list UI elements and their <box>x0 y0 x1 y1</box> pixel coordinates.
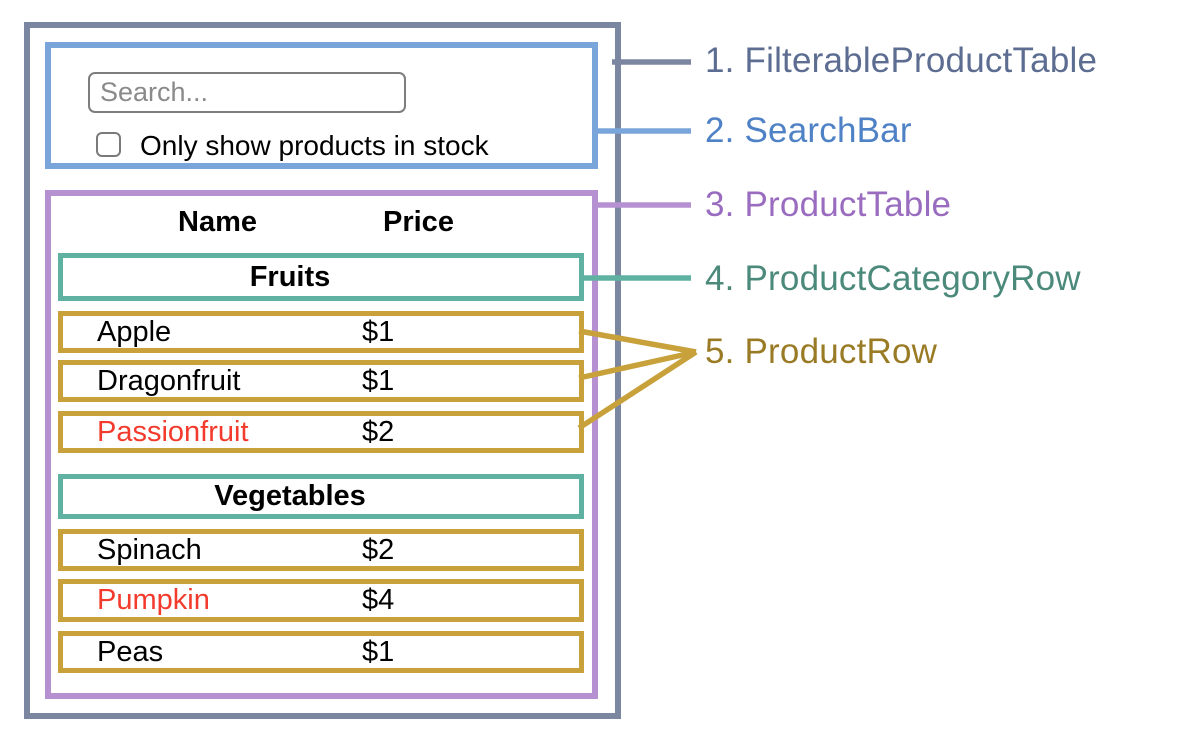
product-price: $2 <box>362 533 395 566</box>
product-row-peas: Peas $1 <box>58 631 584 673</box>
in-stock-checkbox-label: Only show products in stock <box>140 130 489 161</box>
column-header-price: Price <box>383 206 454 238</box>
label-product-row: 5. ProductRow <box>705 332 938 371</box>
product-price: $1 <box>362 635 395 668</box>
product-row-passionfruit: Passionfruit $2 <box>58 411 584 453</box>
product-price: $1 <box>362 364 395 397</box>
label-filterable-product-table: 1. FilterableProductTable <box>705 41 1098 80</box>
product-name: Peas <box>97 635 164 668</box>
product-price: $4 <box>362 584 395 616</box>
product-name: Passionfruit <box>97 415 249 448</box>
product-name: Pumpkin <box>97 584 210 616</box>
category-row-fruits: Fruits <box>58 253 584 301</box>
label-product-table: 3. ProductTable <box>705 185 952 224</box>
product-row-pumpkin: Pumpkin $4 <box>58 579 584 622</box>
label-product-category-row: 4. ProductCategoryRow <box>705 259 1081 298</box>
product-row-spinach: Spinach $2 <box>58 529 584 571</box>
search-input[interactable] <box>88 72 406 113</box>
product-name: Dragonfruit <box>97 364 241 397</box>
product-name: Apple <box>97 315 172 348</box>
category-row-vegetables: Vegetables <box>58 474 584 519</box>
product-row-apple: Apple $1 <box>58 311 584 353</box>
product-row-dragonfruit: Dragonfruit $1 <box>58 360 584 402</box>
product-price: $2 <box>362 415 395 448</box>
label-search-bar: 2. SearchBar <box>705 111 912 150</box>
in-stock-checkbox[interactable] <box>96 132 121 157</box>
product-name: Spinach <box>97 533 202 566</box>
column-header-name: Name <box>178 206 257 238</box>
product-price: $1 <box>362 315 395 348</box>
